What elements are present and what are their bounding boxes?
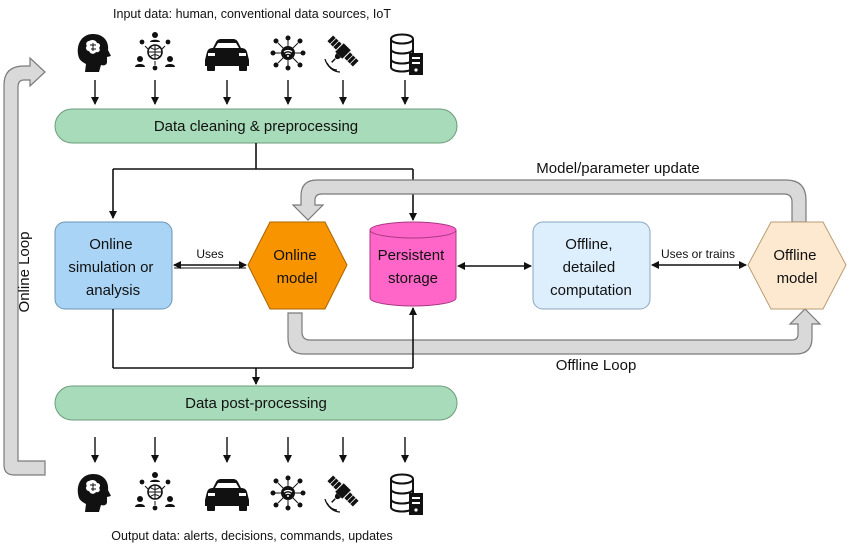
online-simulation-line-2: simulation or [68,259,153,276]
car-icon [205,39,249,71]
input-caption: Input data: human, conventional data sou… [113,7,391,21]
offline-model-node [747,221,847,310]
people-network-icon [134,31,176,72]
model-update-arrow [291,179,807,223]
offline-model-line-1: Offline [773,247,816,264]
cleaning-connectors [109,143,417,221]
database-server-icon [390,473,424,516]
offline-model-line-2: model [777,270,818,287]
output-caption: Output data: alerts, decisions, commands… [111,529,392,543]
offline-loop-arrow [287,308,822,355]
online-model-line-2: model [277,270,318,287]
data-post-processing-label: Data post-processing [185,395,327,412]
offline-loop-label: Offline Loop [556,357,637,374]
human-head-icon [77,473,112,513]
online-simulation-line-3: analysis [86,282,140,299]
satellite-icon [318,33,361,76]
human-head-icon [77,33,112,73]
data-cleaning-label: Data cleaning & preprocessing [154,118,358,135]
online-simulation-line-1: Online [89,236,132,253]
iot-hub-icon [269,474,307,512]
uses-or-trains-label: Uses or trains [661,247,735,261]
online-loop-arrow [3,56,46,476]
online-simulation-label: Online simulation or analysis [68,236,157,299]
output-icons [77,471,424,516]
persistent-storage-label: Persistent storage [378,247,449,287]
offline-computation-line-1: Offline, [565,236,612,253]
online-loop-label: Online Loop [16,232,33,313]
uses-label: Uses [196,247,223,261]
data-post-processing-stage [54,385,458,421]
satellite-icon [318,473,361,516]
post-connectors [112,307,417,385]
online-model-line-1: Online [273,247,316,264]
model-update-label: Model/parameter update [536,160,699,177]
database-server-icon [390,33,424,76]
persistent-storage-line-1: Persistent [378,247,446,264]
offline-computation-line-2: detailed [563,259,616,276]
output-arrows [91,437,409,463]
offline-computation-line-3: computation [550,282,632,299]
persistent-storage-node [369,221,457,307]
car-icon [205,479,249,511]
input-icons [77,31,424,76]
input-arrows [91,80,409,105]
online-model-label: Online model [273,247,321,287]
online-model-node [247,221,348,310]
offline-computation-label: Offline, detailed computation [550,236,632,299]
iot-hub-icon [269,34,307,72]
persistent-storage-line-2: storage [388,270,438,287]
people-network-icon [134,471,176,512]
offline-model-label: Offline model [773,247,820,287]
offline-computation-node [532,221,651,310]
